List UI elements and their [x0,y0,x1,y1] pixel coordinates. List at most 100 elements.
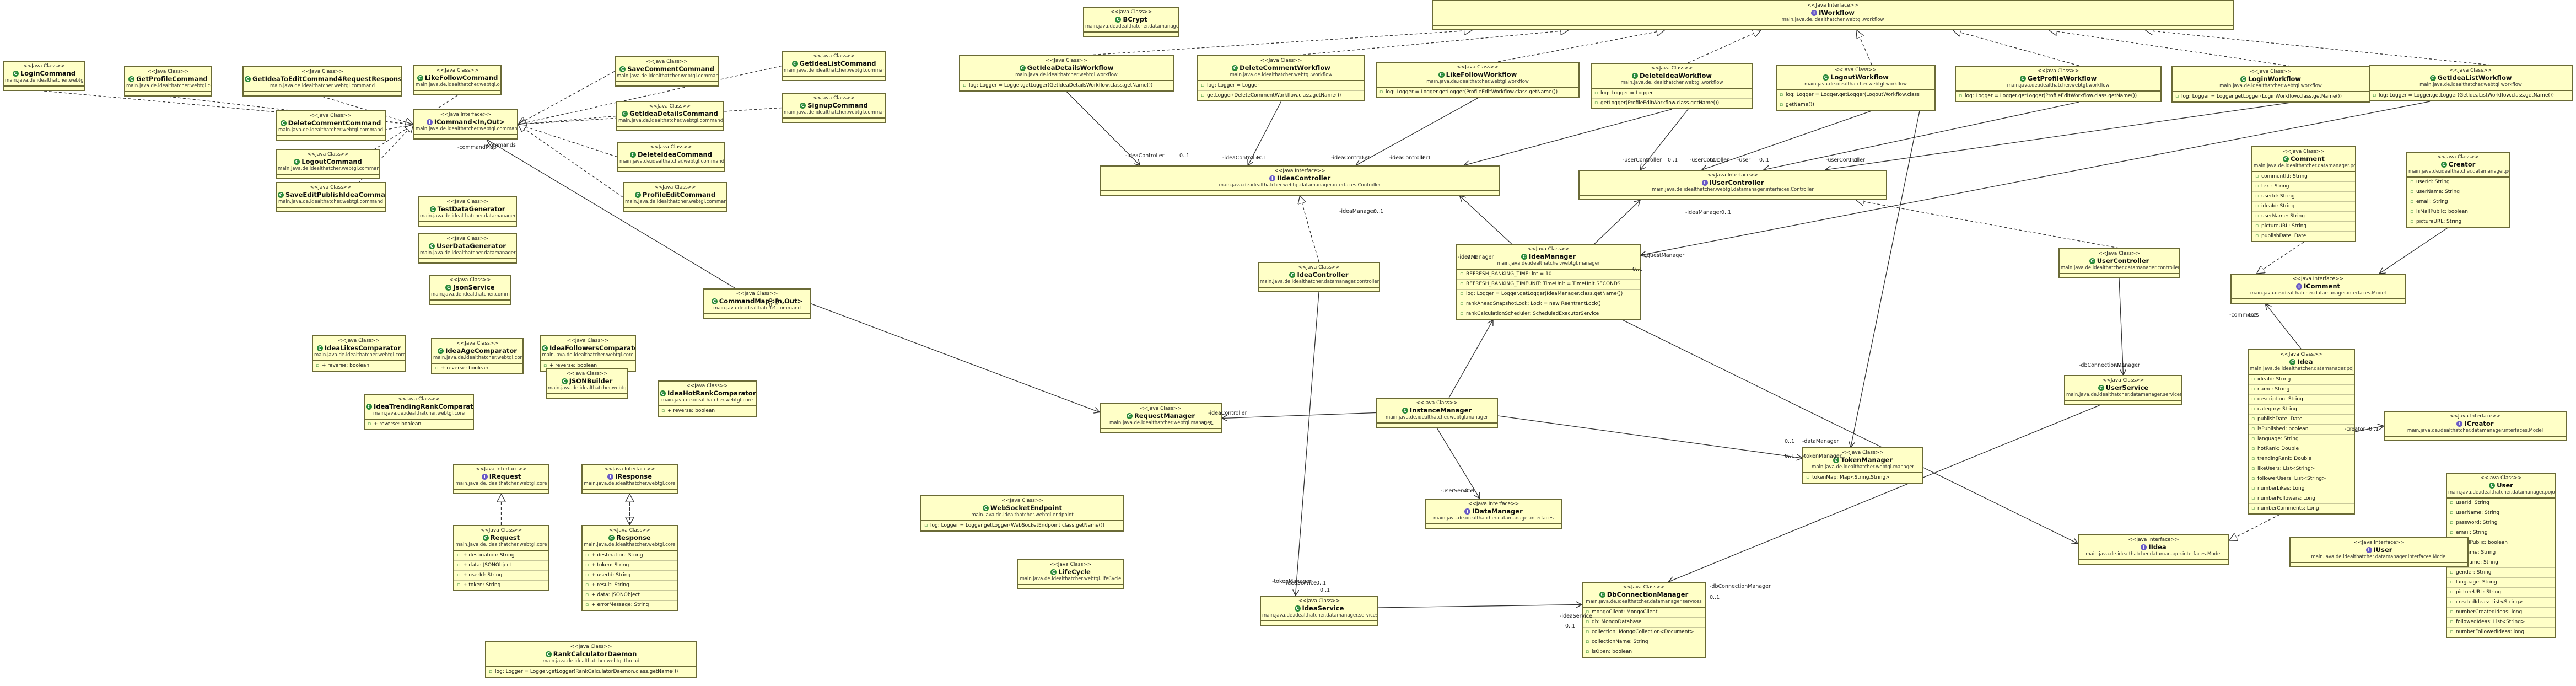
stereotype: <<Java Class>> [1651,66,1693,71]
package-name: main.java.de.idealthatcher.webtgl.core [314,352,406,358]
class-icon: C [2429,75,2436,81]
stereotype: <<Java Class>> [1298,598,1340,604]
attribute-compartment: ▫REFRESH_RANKING_TIME: int = 10▫REFRESH_… [1457,269,1640,319]
package-name: main.java.de.idealthatcher.webtgl.comman… [784,68,886,73]
class-name: Response [616,534,651,542]
class-icon: C [608,535,615,541]
edge-label: 0..1 [1721,210,1732,216]
user-controller-association-line [1764,101,2079,170]
attribute: ▫publishDate: Date [2252,232,2355,241]
class-icon: C [1599,592,1605,598]
attribute-text: tokenMap: Map<String,String> [1812,475,1890,480]
implements-iworkflow-line [2049,30,2291,67]
attribute: ▫+ token: String [583,561,677,571]
attribute: ▫createdIdeas: List<String> [2447,598,2555,608]
attribute: ▫isMailPublic: boolean [2407,207,2509,217]
attribute: ▫log: Logger = Logger.getLogger(WebSocke… [921,521,1123,530]
attribute: ▫+ userId: String [454,571,548,581]
attribute-compartment [4,85,84,90]
package-name: main.java.de.idealthatcher.webtgl.datama… [1219,183,1381,188]
field-icon: ▫ [2251,406,2255,412]
class-name: DeleteCommentCommand [288,119,381,127]
class-name: ProfileEditCommand [642,191,716,199]
field-icon: ▫ [1460,281,1464,287]
stereotype: <<Java Class>> [2437,154,2479,160]
idea-manager-association-line [1641,101,2431,255]
class-name: WebSocketEndpoint [990,504,1062,512]
stereotype: <<Java Interface>> [476,467,527,472]
attribute-text: description: String [2257,396,2303,402]
package-name: main.java.de.idealthatcher.datamanager.c… [2061,265,2180,271]
stereotype: <<Java Class>> [307,152,349,157]
class-name: IdeaLikesComparator [324,344,401,352]
attribute-compartment [1018,584,1123,588]
class-name: IRequest [489,473,521,480]
